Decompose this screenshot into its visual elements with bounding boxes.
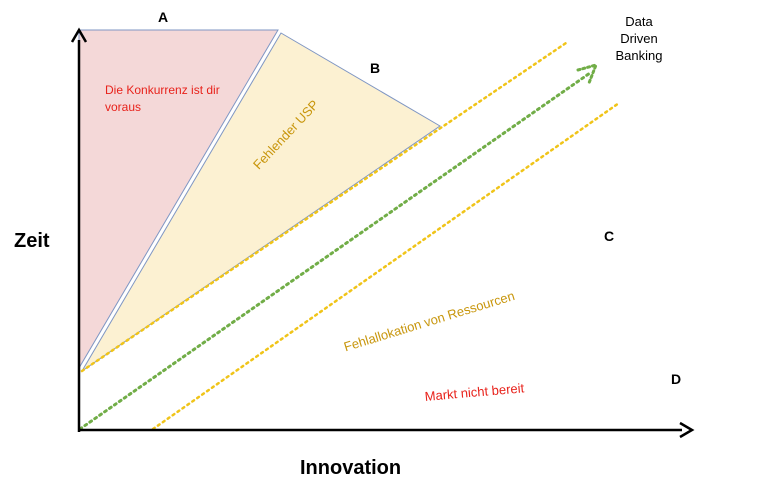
target-label: Data Driven Banking: [615, 14, 663, 63]
zone-a-label: A: [158, 9, 169, 25]
dotted-arrow-icon: [576, 62, 599, 85]
zone-d-label: D: [671, 371, 682, 387]
arrow-right-icon: [679, 421, 695, 439]
competition-note: Die Konkurrenz ist dir voraus: [105, 83, 220, 114]
zone-c-label: C: [604, 228, 615, 244]
y-axis-label: Zeit: [14, 230, 50, 252]
lower-boundary-line: [151, 101, 621, 431]
innovation-path-line: [78, 71, 592, 431]
x-axis-label: Innovation: [300, 457, 402, 479]
zone-b-label: B: [370, 60, 381, 76]
upper-boundary-line: [80, 41, 568, 373]
arrow-up-icon: [70, 27, 88, 43]
